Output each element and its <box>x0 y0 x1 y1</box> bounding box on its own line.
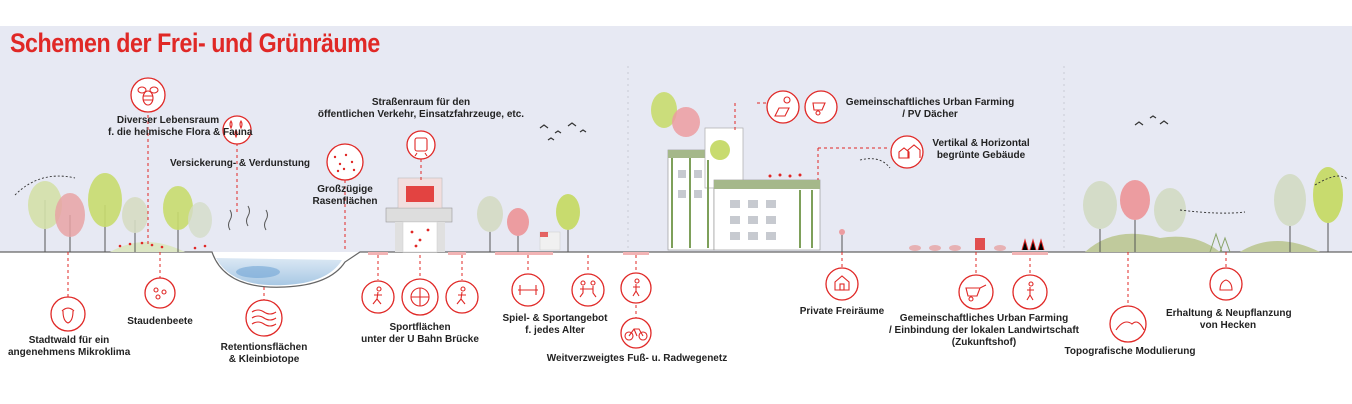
label-hecken: Erhaltung & Neupflanzung von Hecken <box>1166 308 1292 331</box>
label-sportflaechen: Sportflächen unter der U Bahn Brücke <box>361 322 479 345</box>
label-topografische: Topografische Modulierung <box>1064 346 1196 357</box>
wheelbarrow-icon <box>804 90 838 124</box>
label-radwegenetz: Weitverzweigtes Fuß- u. Radwegenetz <box>546 353 728 364</box>
tree-group-playground <box>477 194 580 252</box>
playing-children-icon <box>571 273 605 307</box>
tree-group-hedges <box>1083 167 1343 253</box>
label-retentionsflaechen: Retentionsflächen & Kleinbiotope <box>220 342 308 365</box>
label-strassenraum: Straßenraum für den öffentlichen Verkehr… <box>317 97 525 120</box>
leader-lines <box>67 102 1227 318</box>
label-urban-farming-pv: Gemeinschaftliches Urban Farming / PV Dä… <box>845 97 1015 120</box>
runner-icon <box>445 280 479 314</box>
acorn-icon <box>50 296 86 332</box>
page-title: Schemen der Frei- und Grünräume <box>10 28 380 58</box>
tree-group-forest <box>28 173 212 252</box>
bee-icon <box>130 77 166 113</box>
label-versickerung: Versickerung- & Verdunstung <box>170 158 311 169</box>
flowers-icon <box>144 277 176 309</box>
farm-field <box>839 229 1045 252</box>
ground-line <box>0 251 1352 288</box>
hills-icon <box>1109 305 1147 343</box>
tram-icon <box>406 130 436 160</box>
runner-icon <box>361 280 395 314</box>
label-spiel-sport: Spiel- & Sportangebot f. jedes Alter <box>502 313 608 336</box>
solar-panel-icon <box>766 90 800 124</box>
label-private-freiraeume: Private Freiräume <box>799 306 885 317</box>
grass-icon <box>326 143 364 181</box>
label-vertikal-horizontal: Vertikal & Horizontal begrünte Gebäude <box>932 138 1030 161</box>
label-stadtwald: Stadtwald für ein angenehmens Mikroklima <box>8 335 131 358</box>
green-buildings <box>651 92 821 251</box>
houses-icon <box>890 135 924 169</box>
label-diverser-lebensraum: Diverser Lebensraum f. die heimische Flo… <box>108 115 253 138</box>
label-grosszuegige-rasen: Großzügige Rasenflächen <box>312 184 378 207</box>
u-bahn-bridge <box>385 177 453 253</box>
hedge-icon <box>1209 267 1243 301</box>
label-urban-farming-landwirtschaft: Gemeinschaftliches Urban Farming / Einbi… <box>888 313 1079 348</box>
label-staudenbeete: Staudenbeete <box>127 316 193 327</box>
wheelbarrow-icon <box>958 274 994 310</box>
